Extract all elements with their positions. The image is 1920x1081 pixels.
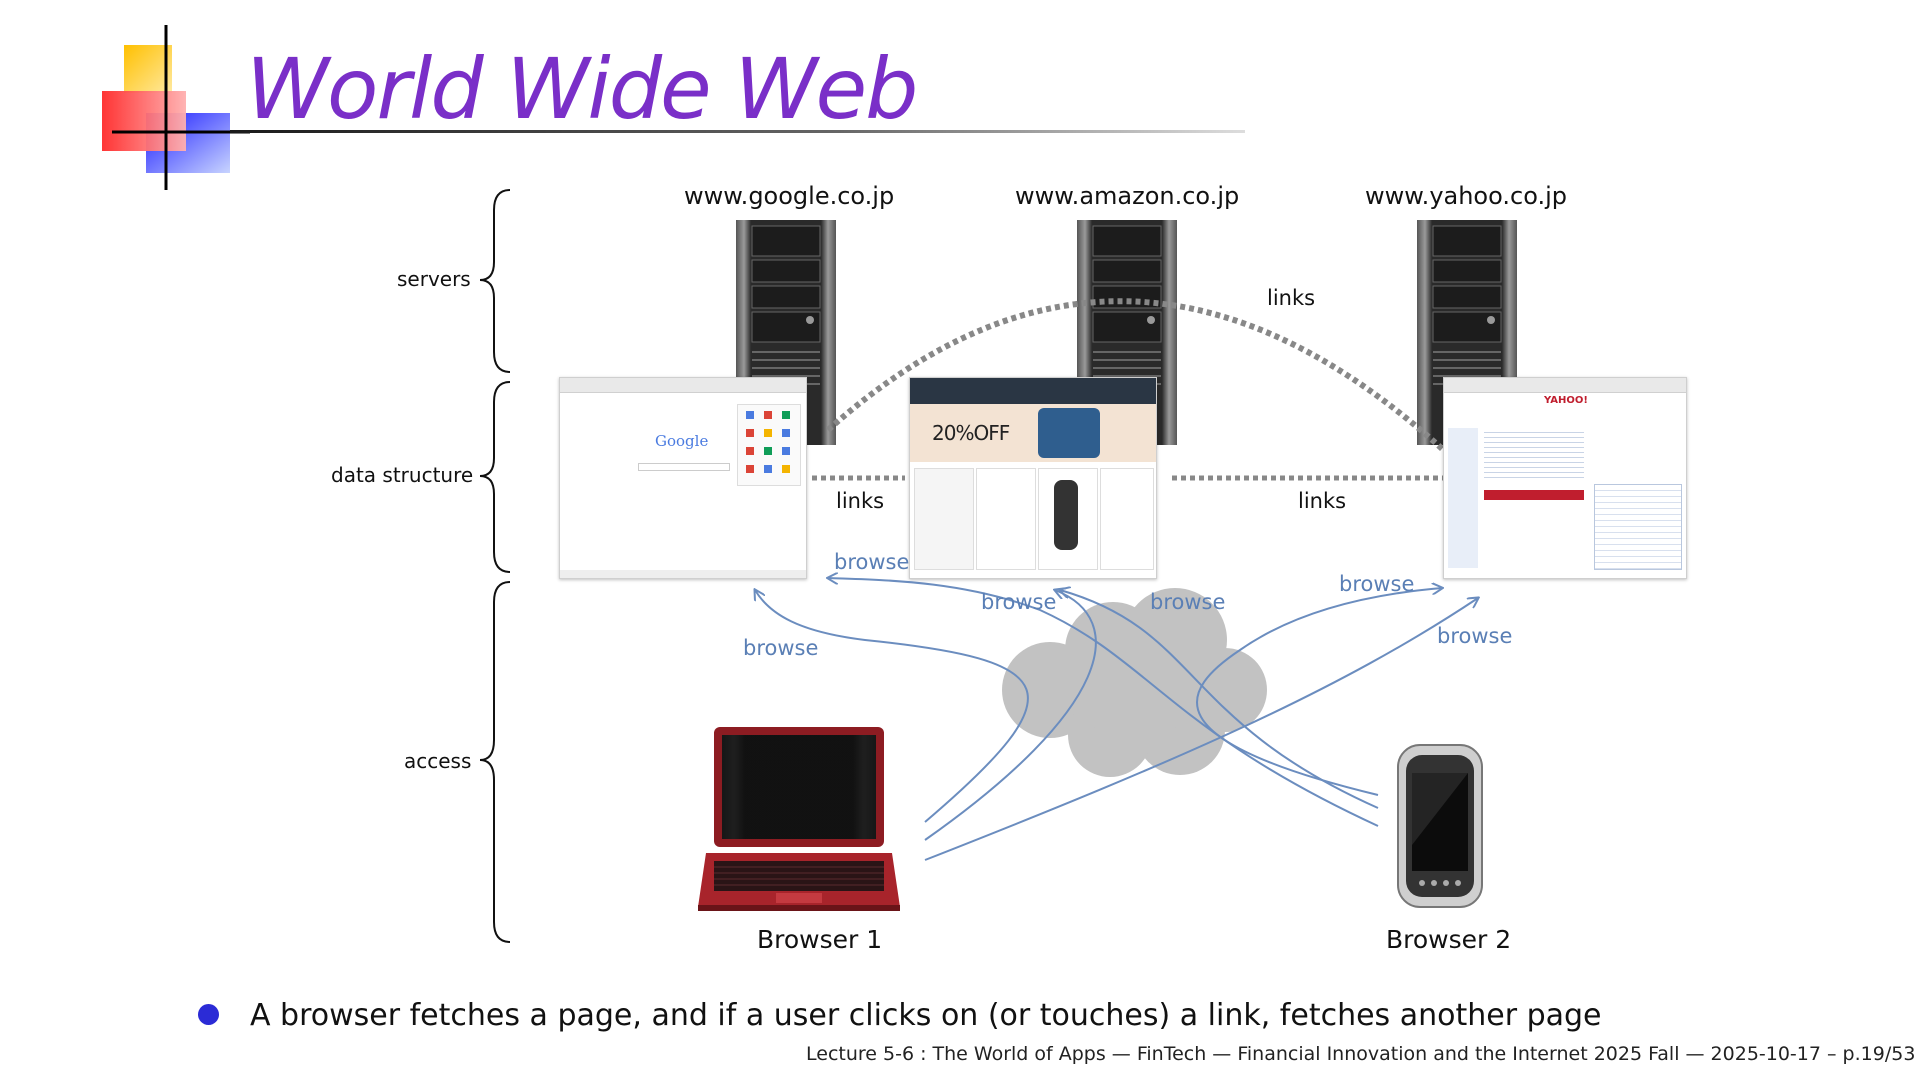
footer-text: Lecture 5-6 : The World of Apps — FinTec… <box>806 1043 1916 1065</box>
arrow-b2-google <box>828 578 1379 827</box>
screenshot-google[interactable]: Google <box>559 377 807 579</box>
browse-label-1: browse <box>834 550 910 574</box>
screenshot-amazon[interactable]: 20%OFF <box>909 377 1157 579</box>
browser-toolbar <box>1444 378 1686 393</box>
browse-label-2: browse <box>981 590 1057 614</box>
yahoo-left-menu <box>1448 428 1478 568</box>
laptop-icon <box>698 727 900 911</box>
arrow-b2-yahoo <box>1195 588 1442 796</box>
amazon-promo-text: 20%OFF <box>932 421 1010 445</box>
smartphone-icon <box>1397 744 1483 908</box>
links-label-arc: links <box>1267 286 1316 310</box>
brace-access <box>479 581 511 943</box>
arrow-b1-amazon <box>924 590 1097 841</box>
page-title: World Wide Web <box>246 40 918 138</box>
google-footer-bar <box>560 570 806 578</box>
server-host-google: www.google.co.jp <box>684 182 895 210</box>
amazon-product-grid <box>914 468 1154 572</box>
google-logo: Google <box>655 432 709 450</box>
title-underline <box>230 130 1245 133</box>
amazon-banner-image <box>1038 408 1100 458</box>
google-search-box <box>638 463 730 471</box>
label-servers: servers <box>397 267 471 291</box>
browser1-label: Browser 1 <box>757 925 883 954</box>
yahoo-logo: YAHOO! <box>1544 395 1588 406</box>
browse-label-5: browse <box>743 636 819 660</box>
arrow-b2-amazon <box>1060 590 1379 809</box>
browse-label-6: browse <box>1437 624 1513 648</box>
server-host-amazon: www.amazon.co.jp <box>1015 182 1240 210</box>
links-label-left: links <box>836 489 885 513</box>
browser2-label: Browser 2 <box>1386 925 1512 954</box>
bullet-text: A browser fetches a page, and if a user … <box>250 998 1602 1033</box>
apps-grid-icon <box>746 411 790 473</box>
brace-servers <box>479 189 511 373</box>
browse-label-3: browse <box>1150 590 1226 614</box>
browser-toolbar <box>560 378 806 393</box>
server-host-yahoo: www.yahoo.co.jp <box>1365 182 1567 210</box>
links-label-right: links <box>1298 489 1347 513</box>
amazon-banner <box>910 404 1156 462</box>
label-access: access <box>404 749 472 773</box>
amazon-header <box>910 378 1156 404</box>
link-arc-google-yahoo <box>826 298 1453 459</box>
label-data-structure: data structure <box>331 463 474 487</box>
browse-label-4: browse <box>1339 572 1415 596</box>
yahoo-red-banner <box>1484 490 1584 500</box>
yahoo-right-column <box>1594 484 1682 570</box>
logo-decoration <box>100 25 250 190</box>
screenshot-yahoo[interactable]: YAHOO! <box>1443 377 1687 579</box>
internet-cloud <box>1002 588 1267 777</box>
arrow-b1-google <box>755 590 1029 823</box>
brace-data-structure <box>479 381 511 573</box>
yahoo-news-block <box>1484 428 1584 478</box>
google-apps-panel <box>737 404 801 486</box>
bullet-dot <box>198 1004 219 1025</box>
